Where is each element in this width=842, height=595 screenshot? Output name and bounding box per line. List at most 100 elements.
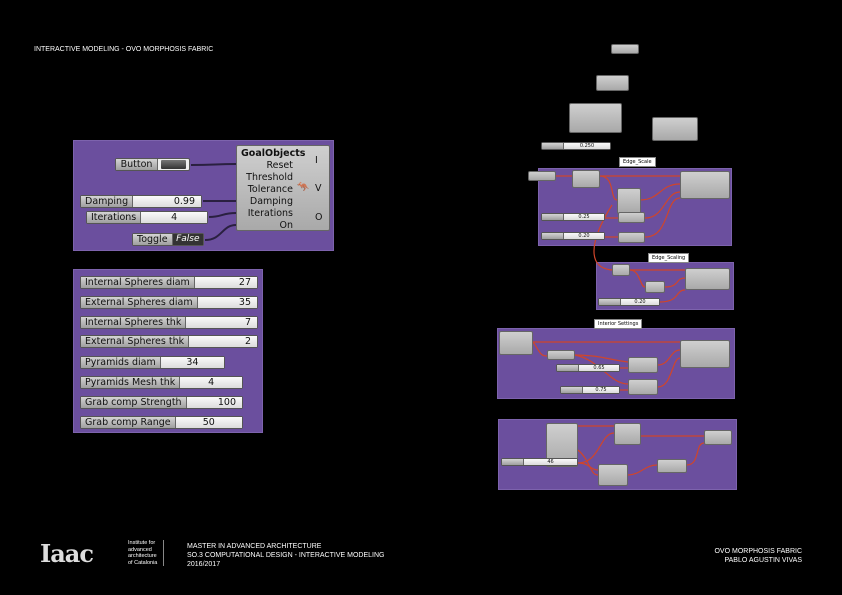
slider-value[interactable]: 27	[194, 277, 257, 288]
graph-component[interactable]	[645, 281, 665, 293]
input-on[interactable]: On	[279, 220, 294, 231]
damping-slider[interactable]: Damping 0.99	[80, 195, 202, 208]
page-title: INTERACTIVE MODELING - OVO MORPHOSIS FAB…	[34, 46, 214, 53]
graph-component[interactable]	[596, 75, 629, 91]
input-threshold[interactable]: Threshold	[246, 172, 293, 183]
input-iterations[interactable]: Iterations	[247, 208, 293, 219]
slider-value[interactable]: 4	[141, 212, 207, 223]
graph-slider[interactable]: 0.25	[541, 213, 605, 221]
graph-component[interactable]	[611, 44, 639, 54]
institute-line: of Catalonia	[128, 559, 158, 566]
button-label: Button	[116, 159, 158, 170]
graph-component[interactable]	[598, 464, 628, 486]
toggle-value[interactable]: False	[172, 234, 203, 245]
institute-name: Institute for advanced architecture of C…	[128, 540, 165, 566]
graph-component[interactable]	[614, 423, 641, 445]
slider-value[interactable]: 0.20	[621, 299, 659, 305]
group-label: Interior Settings	[594, 319, 643, 329]
graph-component[interactable]	[652, 117, 698, 141]
slider-label	[561, 387, 583, 393]
kangaroo-solver[interactable]: GoalObjects Reset Threshold Tolerance Da…	[236, 145, 330, 231]
slider-label	[542, 143, 564, 149]
slider-value[interactable]: 0.75	[583, 387, 619, 393]
input-damping[interactable]: Damping	[249, 196, 293, 207]
graph-component[interactable]	[569, 103, 622, 133]
output-v[interactable]: V	[315, 183, 322, 194]
graph-slider[interactable]: 0.75	[560, 386, 620, 394]
slider-value[interactable]: 34	[160, 357, 224, 368]
graph-component[interactable]	[528, 171, 556, 181]
slider-label	[542, 233, 564, 239]
institute-line: advanced	[128, 546, 152, 553]
slider-label: Damping	[81, 196, 134, 207]
graph-component[interactable]	[704, 430, 732, 445]
course-info: MASTER IN ADVANCED ARCHITECTURE SO.3 COM…	[187, 542, 384, 569]
toggle-component[interactable]: Toggle False	[132, 233, 204, 246]
graph-slider[interactable]: 0.20	[598, 298, 660, 306]
input-tolerance[interactable]: Tolerance	[247, 184, 293, 195]
slider-label: Internal Spheres thk	[81, 317, 187, 328]
toggle-label: Toggle	[133, 234, 173, 245]
slider-value[interactable]: 100	[186, 397, 242, 408]
graph-component[interactable]	[547, 350, 575, 360]
graph-component[interactable]	[618, 232, 645, 243]
slider-value[interactable]: 0.99	[133, 196, 201, 207]
graph-slider[interactable]: 46	[501, 458, 578, 466]
output-i[interactable]: I	[315, 155, 318, 166]
slider-value[interactable]: 50	[175, 417, 242, 428]
graph-component[interactable]	[680, 340, 730, 368]
button-component[interactable]: Button	[115, 158, 190, 171]
graph-component[interactable]	[618, 212, 645, 223]
graph-component[interactable]	[617, 188, 641, 214]
slider-value[interactable]: 4	[180, 377, 242, 388]
author-name: PABLO AGUSTIN VIVAS	[724, 557, 802, 564]
slider-label: Iterations	[87, 212, 142, 223]
graph-component[interactable]	[628, 357, 658, 373]
iterations-slider[interactable]: Iterations 4	[86, 211, 208, 224]
group-label: Edge_Scaling	[648, 253, 690, 263]
slider-label	[542, 214, 564, 220]
slider-label: External Spheres diam	[81, 297, 198, 308]
graph-slider[interactable]: 0.20	[541, 232, 605, 240]
graph-component[interactable]	[499, 331, 533, 355]
course-line: 2016/2017	[187, 561, 221, 568]
slider-value[interactable]: 0.25	[564, 214, 604, 220]
slider-label: Internal Spheres diam	[81, 277, 195, 288]
course-line: MASTER IN ADVANCED ARCHITECTURE	[187, 543, 322, 550]
button-face[interactable]	[161, 160, 186, 169]
graph-component[interactable]	[628, 379, 658, 395]
slider-label	[502, 459, 524, 465]
output-o[interactable]: O	[315, 212, 323, 223]
iaac-logo: Iaac	[40, 539, 94, 568]
graph-component[interactable]	[685, 268, 730, 290]
slider-value[interactable]: 0.250	[564, 143, 610, 149]
slider-value[interactable]: 35	[197, 297, 257, 308]
graph-component[interactable]	[572, 170, 600, 188]
slider-value[interactable]: 0.65	[579, 365, 619, 371]
project-name: OVO MORPHOSIS FABRIC	[714, 548, 802, 555]
slider-value[interactable]: 7	[186, 317, 257, 328]
slider-value[interactable]: 0.20	[564, 233, 604, 239]
graph-component[interactable]	[657, 459, 687, 473]
slider-value[interactable]: 2	[189, 336, 257, 347]
graph-component[interactable]	[680, 171, 730, 199]
graph-component[interactable]	[612, 264, 630, 276]
slider-value[interactable]: 46	[524, 459, 577, 465]
project-info: OVO MORPHOSIS FABRIC PABLO AGUSTIN VIVAS	[714, 547, 802, 565]
slider-label: Pyramids Mesh thk	[81, 377, 181, 388]
graph-slider[interactable]: 0.65	[556, 364, 620, 372]
slider-label: Pyramids diam	[81, 357, 161, 368]
input-reset[interactable]: Reset	[266, 160, 293, 171]
input-goalobjects[interactable]: GoalObjects	[241, 148, 306, 159]
course-line: SO.3 COMPUTATIONAL DESIGN - INTERACTIVE …	[187, 552, 385, 559]
graph-slider[interactable]: 0.250	[541, 142, 611, 150]
